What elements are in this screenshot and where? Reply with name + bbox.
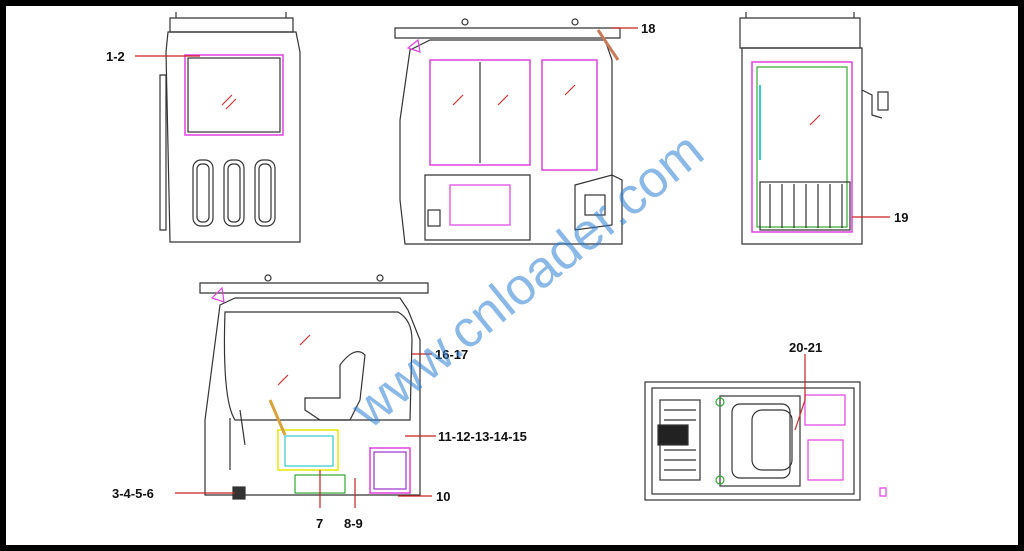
front-view	[739, 12, 889, 245]
callout-18: 18	[641, 21, 655, 36]
callout-7: 7	[316, 516, 323, 531]
leader-lines	[135, 27, 890, 508]
drawing-sheet	[6, 6, 1018, 545]
callout-20-21: 20-21	[789, 340, 822, 355]
callout-10: 10	[436, 489, 450, 504]
callout-19: 19	[894, 210, 908, 225]
right-side-section	[199, 274, 429, 500]
top-plan-view	[644, 381, 887, 501]
rear-view	[159, 12, 301, 243]
callout-1-2: 1-2	[106, 49, 125, 64]
callout-8-9: 8-9	[344, 516, 363, 531]
callout-11-15: 11-12-13-14-15	[438, 429, 527, 444]
callout-labels: 1-2 18 19 16-17 20-21 11-12-13-14-15 3-4…	[106, 21, 908, 531]
callout-16-17: 16-17	[435, 347, 468, 362]
watermark-text: www.cnloader.com	[340, 121, 714, 440]
callout-3-6: 3-4-5-6	[112, 486, 154, 501]
left-side-view	[394, 18, 623, 245]
